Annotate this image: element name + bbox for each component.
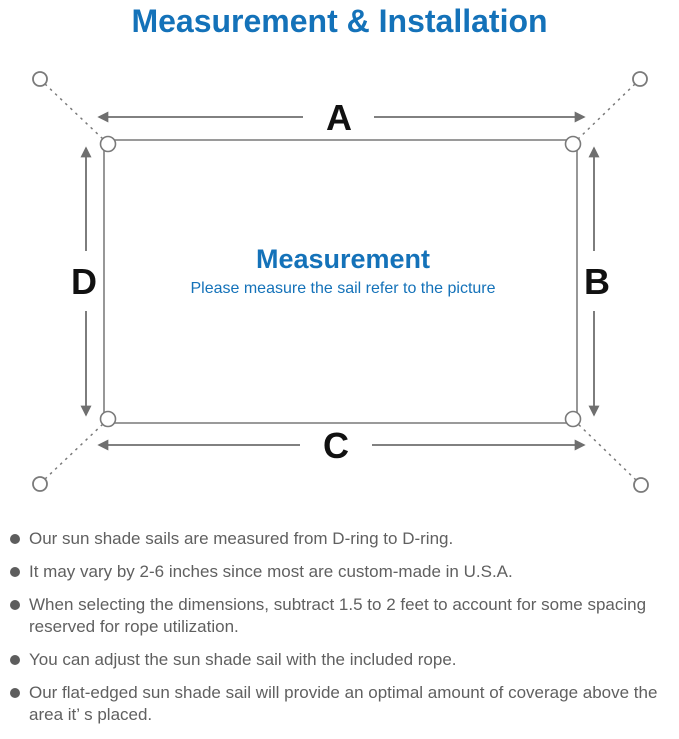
note-item: It may vary by 2-6 inches since most are… <box>10 561 665 583</box>
grommet-top-right-icon <box>564 135 582 153</box>
note-item: Our flat-edged sun shade sail will provi… <box>10 682 665 726</box>
ring-bottom-left-icon <box>32 476 48 492</box>
note-text: Our sun shade sails are measured from D-… <box>29 529 454 548</box>
grommet-top-left-icon <box>99 135 117 153</box>
label-side-d: D <box>71 261 97 302</box>
sail-outline <box>103 139 578 424</box>
dimension-arrows <box>80 111 600 451</box>
bullet-icon <box>10 567 20 577</box>
diagram-center-title: Measurement <box>256 244 430 274</box>
bullet-icon <box>10 534 20 544</box>
label-side-c: C <box>323 425 349 466</box>
label-side-b: B <box>584 261 610 302</box>
grommet-bottom-right-icon <box>564 410 582 428</box>
anchor-rings <box>32 71 649 493</box>
bullet-icon <box>10 655 20 665</box>
note-text: Our flat-edged sun shade sail will provi… <box>29 683 658 724</box>
note-text: You can adjust the sun shade sail with t… <box>29 650 457 669</box>
grommet-bottom-left-icon <box>99 410 117 428</box>
ring-bottom-right-icon <box>633 477 649 493</box>
label-side-a: A <box>326 97 352 138</box>
bullet-icon <box>10 688 20 698</box>
note-text: When selecting the dimensions, subtract … <box>29 595 647 636</box>
page-title: Measurement & Installation <box>131 3 548 39</box>
diagram-center-subtitle: Please measure the sail refer to the pic… <box>190 280 495 297</box>
notes-list: Our sun shade sails are measured from D-… <box>10 528 665 737</box>
ring-top-left-icon <box>32 71 48 87</box>
corner-grommets <box>99 135 582 428</box>
note-item: When selecting the dimensions, subtract … <box>10 594 665 638</box>
bullet-icon <box>10 600 20 610</box>
ring-top-right-icon <box>632 71 648 87</box>
note-item: You can adjust the sun shade sail with t… <box>10 649 665 671</box>
note-item: Our sun shade sails are measured from D-… <box>10 528 665 550</box>
note-text: It may vary by 2-6 inches since most are… <box>29 562 513 581</box>
measurement-diagram: A C D B Measurement Please measure the s… <box>32 71 649 493</box>
